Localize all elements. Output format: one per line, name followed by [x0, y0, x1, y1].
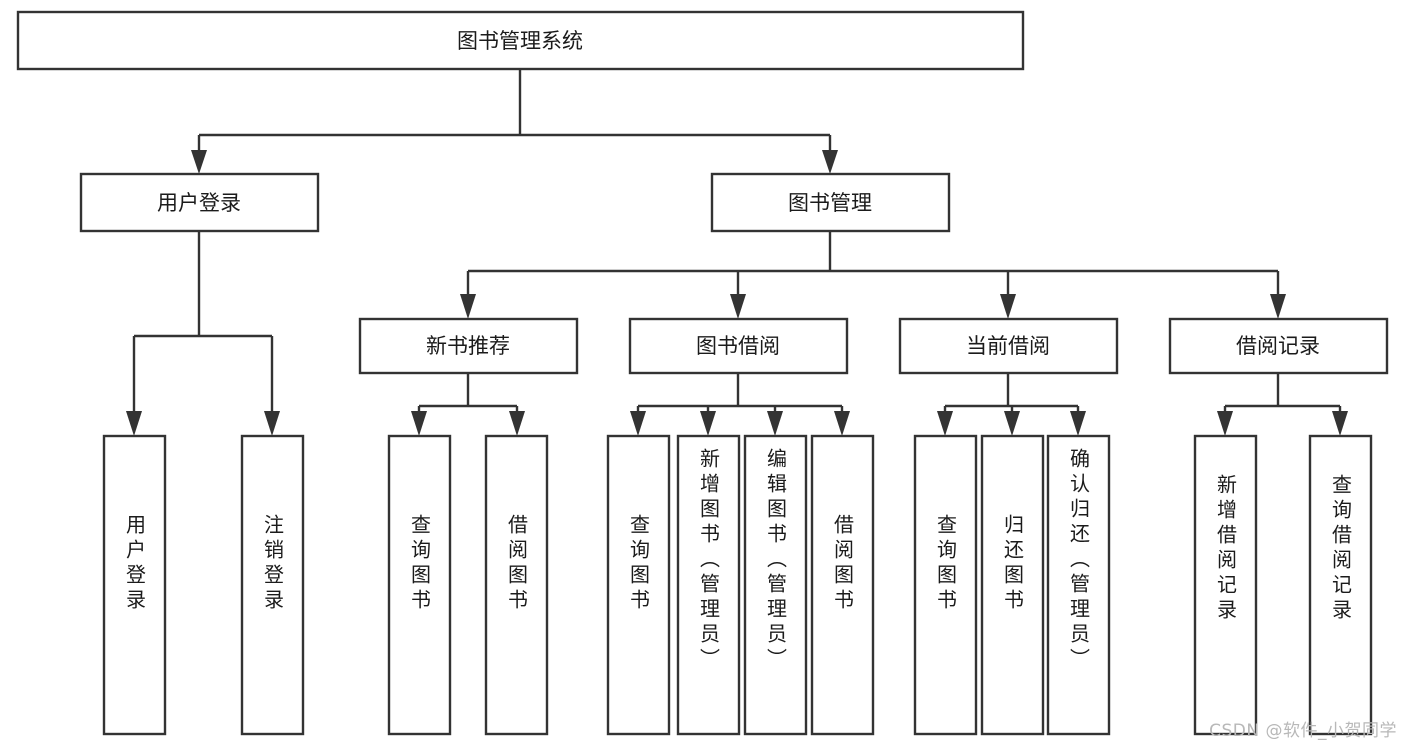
connector-group-root	[191, 69, 838, 174]
connector-group-user-login	[126, 231, 280, 436]
arrowhead-user-login-leaf-2	[264, 411, 280, 436]
arrowhead-book-borrow-leaf-2	[700, 411, 716, 436]
arrowhead-book-mgmt-child-1	[460, 294, 476, 319]
connector-group-borrow-record	[1217, 373, 1348, 436]
node-new-book-box[interactable]	[358, 317, 579, 375]
leaf-box-book-borrow-3[interactable]	[743, 434, 808, 736]
node-book-borrow-label: 图书借阅	[696, 334, 780, 358]
arrowhead-borrow-record-leaf-2	[1332, 411, 1348, 436]
csdn-watermark: CSDN @软件_小贺同学	[1209, 721, 1397, 741]
connector-group-book-borrow	[630, 373, 850, 436]
connector-group-new-book	[411, 373, 525, 436]
node-root-label: 图书管理系统	[457, 29, 583, 53]
leaf-box-new-book-2[interactable]	[484, 434, 549, 736]
leaf-box-book-borrow-1[interactable]	[606, 434, 671, 736]
node-current-borrow-box[interactable]	[898, 317, 1119, 375]
arrowhead-root-to-user-login	[191, 150, 207, 174]
arrowhead-current-borrow-leaf-2	[1004, 411, 1020, 436]
node-book-mgmt-label: 图书管理	[788, 191, 872, 215]
arrowhead-borrow-record-leaf-1	[1217, 411, 1233, 436]
arrowhead-user-login-leaf-1	[126, 411, 142, 436]
arrowhead-book-borrow-leaf-4	[834, 411, 850, 436]
arrowhead-root-to-book-mgmt	[822, 150, 838, 174]
connector-group-current-borrow	[937, 373, 1086, 436]
arrowhead-book-borrow-leaf-3	[767, 411, 783, 436]
arrowhead-new-book-leaf-1	[411, 411, 427, 436]
arrowhead-book-mgmt-child-4	[1270, 294, 1286, 319]
leaf-box-current-borrow-2[interactable]	[980, 434, 1045, 736]
arrowhead-book-mgmt-child-3	[1000, 294, 1016, 319]
node-borrow-record-box[interactable]	[1168, 317, 1389, 375]
arrowhead-book-mgmt-child-2	[730, 294, 746, 319]
leaf-box-borrow-record-2[interactable]	[1308, 434, 1373, 736]
arrowhead-book-borrow-leaf-1	[630, 411, 646, 436]
node-root-box[interactable]	[16, 10, 1025, 71]
leaf-box-current-borrow-1[interactable]	[913, 434, 978, 736]
node-book-mgmt-box[interactable]	[710, 172, 951, 233]
leaf-box-current-borrow-3[interactable]	[1046, 434, 1111, 736]
node-user-login-label: 用户登录	[157, 191, 241, 215]
leaf-box-book-borrow-4[interactable]	[810, 434, 875, 736]
leaf-box-user-login-1[interactable]	[102, 434, 167, 736]
node-new-book-label: 新书推荐	[426, 334, 510, 358]
leaf-box-user-login-2[interactable]	[240, 434, 305, 736]
connector-group-book-mgmt	[460, 231, 1286, 319]
node-current-borrow-label: 当前借阅	[966, 334, 1050, 358]
node-user-login-box[interactable]	[79, 172, 320, 233]
leaf-box-book-borrow-2[interactable]	[676, 434, 741, 736]
node-book-borrow-box[interactable]	[628, 317, 849, 375]
leaf-box-borrow-record-1[interactable]	[1193, 434, 1258, 736]
arrowhead-current-borrow-leaf-3	[1070, 411, 1086, 436]
node-borrow-record-label: 借阅记录	[1236, 334, 1320, 358]
arrowhead-new-book-leaf-2	[509, 411, 525, 436]
arrowhead-current-borrow-leaf-1	[937, 411, 953, 436]
leaf-box-new-book-1[interactable]	[387, 434, 452, 736]
